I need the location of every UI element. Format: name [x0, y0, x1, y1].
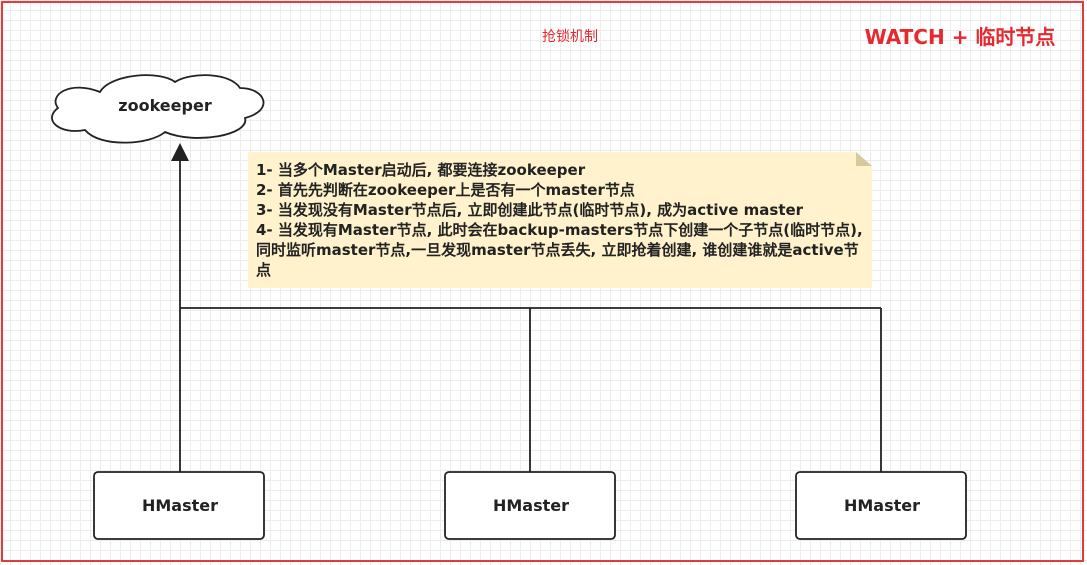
note-line-4: 4- 当发现有Master节点, 此时会在backup-masters节点下创建…: [256, 221, 863, 279]
hmaster-label-1: HMaster: [141, 496, 219, 515]
note-line-3: 3- 当发现没有Master节点后, 立即创建此节点(临时节点), 成为acti…: [256, 201, 804, 219]
zookeeper-cloud[interactable]: [51, 74, 265, 144]
diagram-subtitle: WATCH + 临时节点: [864, 25, 1056, 49]
zookeeper-label: zookeeper: [118, 96, 212, 115]
note-text: 1- 当多个Master启动后, 都要连接zookeeper 2- 首先先判断在…: [250, 160, 872, 280]
note-shape: [248, 152, 872, 288]
note-fold: [856, 152, 872, 166]
hmaster-box-3[interactable]: [795, 471, 967, 540]
note-line-2: 2- 首先先判断在zookeeper上是否有一个master节点: [256, 181, 635, 199]
note-line-1: 1- 当多个Master启动后, 都要连接zookeeper: [256, 161, 586, 179]
diagram-title: 抢锁机制: [542, 29, 598, 45]
hmaster-label-3: HMaster: [843, 496, 921, 515]
hmaster-box-1[interactable]: [93, 471, 265, 540]
hmaster-label-2: HMaster: [492, 496, 570, 515]
hmaster-box-2[interactable]: [444, 471, 616, 540]
